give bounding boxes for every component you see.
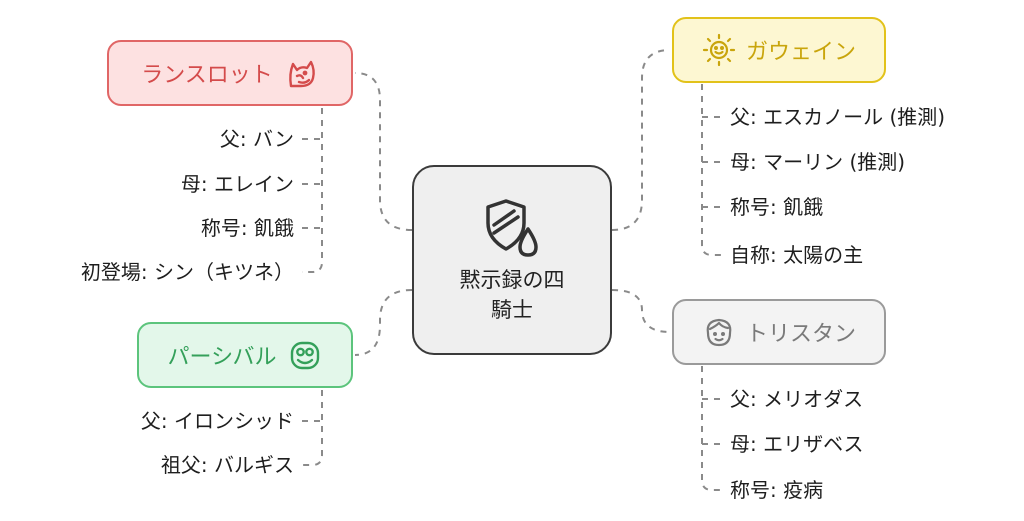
lancelot-item-2: 母: エレイン	[180, 172, 294, 196]
gawain-item-3: 称号: 飢餓	[730, 195, 824, 219]
gawain-item-2: 母: マーリン (推測)	[730, 150, 906, 174]
branch-lancelot: ランスロット	[107, 40, 353, 106]
boy-face-icon	[702, 315, 736, 349]
percival-item-2: 祖父: バルギス	[160, 453, 294, 477]
lancelot-item-3: 称号: 飢餓	[200, 216, 294, 240]
sun-face-icon	[702, 33, 736, 67]
tristan-item-2: 母: エリザベス	[730, 432, 864, 456]
gawain-item-1: 父: エスカノール (推測)	[730, 105, 946, 129]
branch-percival: パーシバル	[137, 322, 353, 388]
gawain-item-4: 自称: 太陽の主	[730, 243, 864, 267]
branch-gawain-label: ガウェイン	[745, 40, 856, 65]
center-node: 黙示録の四 騎士	[412, 165, 612, 355]
lancelot-item-4: 初登場: シン（キツネ）	[80, 260, 294, 284]
branch-tristan: トリスタン	[672, 299, 886, 365]
center-title: 黙示録の四 騎士	[460, 265, 565, 325]
tristan-item-1: 父: メリオダス	[730, 387, 864, 411]
branch-lancelot-label: ランスロット	[141, 63, 273, 88]
smiling-face-icon	[288, 338, 322, 372]
branch-tristan-label: トリスタン	[745, 322, 856, 347]
shield-drop-icon	[480, 195, 544, 259]
branch-percival-label: パーシバル	[167, 345, 277, 370]
tristan-item-3: 称号: 疫病	[730, 478, 824, 502]
fox-head-icon	[285, 56, 319, 90]
center-title-line1: 黙示録の四	[459, 268, 565, 292]
lancelot-item-1: 父: バン	[219, 127, 294, 151]
center-title-line2: 騎士	[491, 298, 533, 322]
percival-item-1: 父: イロンシッド	[140, 409, 294, 433]
branch-gawain: ガウェイン	[672, 17, 886, 83]
